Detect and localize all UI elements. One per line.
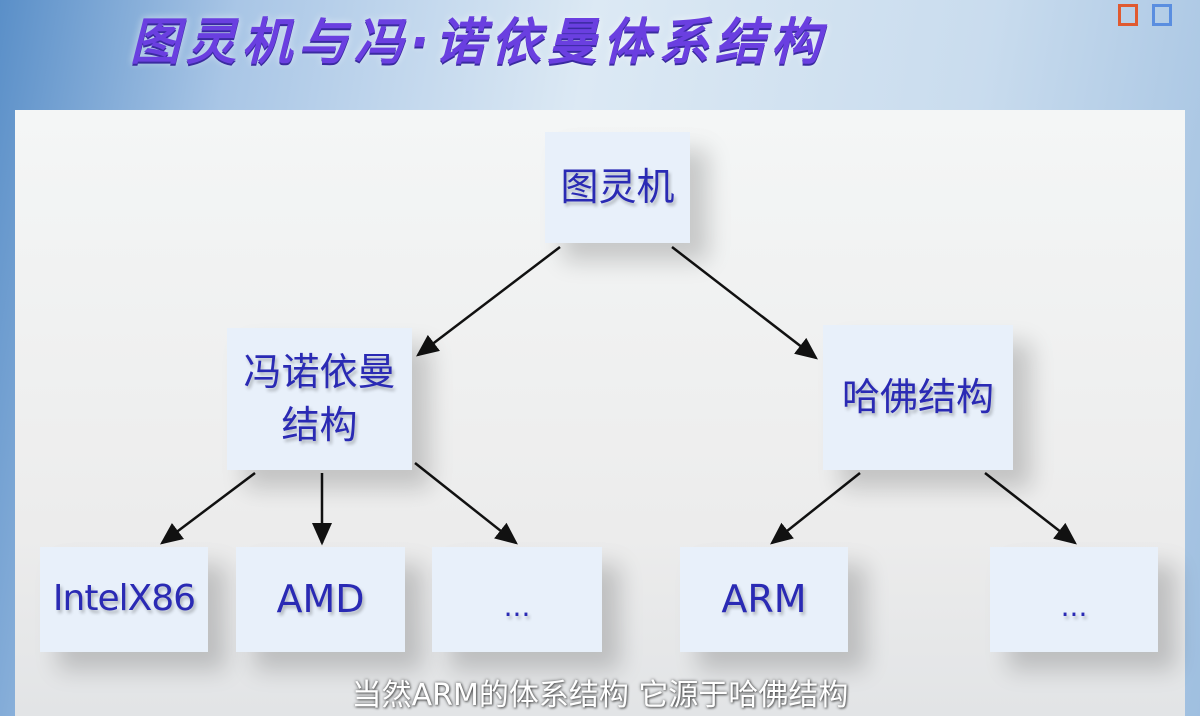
arrow-vn-to-more xyxy=(414,462,518,545)
arrow-harvard-to-arm xyxy=(770,472,861,545)
arrow-vn-to-intel xyxy=(160,472,256,545)
node-label: ... xyxy=(1060,589,1088,623)
node-label: ARM xyxy=(721,576,807,621)
node-arm: ARM xyxy=(680,547,848,652)
node-label: 图灵机 xyxy=(560,164,675,209)
arrow-harvard-to-more xyxy=(984,472,1077,545)
node-turing-machine: 图灵机 xyxy=(545,132,690,243)
node-label: AMD xyxy=(276,576,365,621)
node-amd: AMD xyxy=(236,547,405,652)
node-von-neumann: 冯诺依曼结构 xyxy=(227,328,412,470)
node-label: 哈佛结构 xyxy=(841,374,994,419)
decorative-square-icon xyxy=(1118,4,1138,26)
node-label: 冯诺依曼结构 xyxy=(243,349,396,447)
node-harvard: 哈佛结构 xyxy=(823,325,1013,470)
node-intel-x86: IntelX86 xyxy=(40,547,208,652)
node-label: IntelX86 xyxy=(52,578,196,620)
decorative-square-icon xyxy=(1152,4,1172,26)
arrow-root-to-harvard xyxy=(671,246,818,360)
node-label: ... xyxy=(503,589,531,623)
arrow-root-to-vonneumann xyxy=(416,246,561,357)
node-vn-more: ... xyxy=(432,547,602,652)
video-subtitle: 当然ARM的体系结构 它源于哈佛结构 xyxy=(351,678,849,713)
slide-title: 图灵机与冯·诺依曼体系结构 xyxy=(130,13,827,71)
node-harvard-more: ... xyxy=(990,547,1158,652)
